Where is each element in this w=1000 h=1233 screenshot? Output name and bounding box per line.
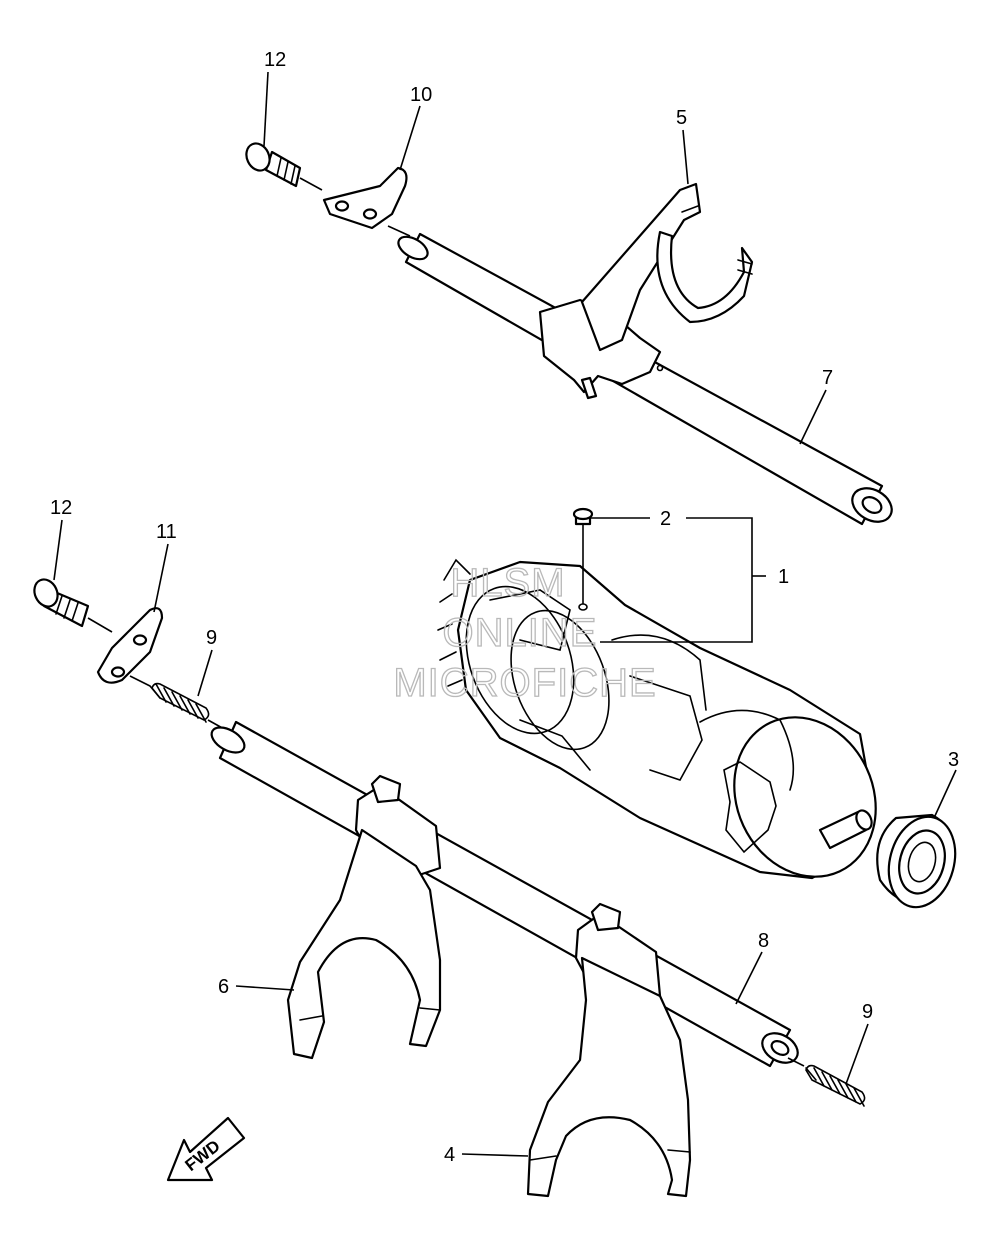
callout-10: 10 — [410, 84, 432, 106]
watermark-line-2: ONLINE — [443, 611, 598, 655]
callout-2: 2 — [660, 508, 671, 530]
callout-8: 8 — [758, 930, 769, 952]
shift-drum — [437, 558, 877, 880]
shift-fork-left — [286, 774, 442, 1060]
spring-left — [149, 682, 210, 723]
bolt-lower — [33, 578, 90, 628]
callout-9-right: 9 — [862, 1001, 873, 1023]
callout-7: 7 — [822, 367, 833, 389]
shift-fork-upper — [538, 182, 754, 400]
callout-9-left: 9 — [206, 627, 217, 649]
callout-3: 3 — [948, 749, 959, 771]
callout-6: 6 — [218, 976, 229, 998]
bracket-upper — [322, 166, 408, 230]
callout-11: 11 — [156, 521, 177, 543]
spring-right — [805, 1064, 866, 1107]
pin — [572, 507, 594, 611]
forward-direction-arrow: FWD — [166, 1116, 246, 1182]
callout-12-upper: 12 — [264, 49, 286, 71]
callout-5: 5 — [676, 107, 687, 129]
bolt-upper — [245, 142, 302, 188]
callout-4: 4 — [444, 1144, 455, 1166]
watermark-line-1: HLSM — [450, 561, 565, 605]
shift-fork-right — [526, 902, 692, 1198]
bracket-lower — [96, 607, 164, 684]
callouts: 1 2 3 4 5 6 7 8 9 9 10 11 12 12 — [50, 49, 959, 1166]
watermark-line-3: MICROFICHE — [393, 661, 656, 705]
bearing — [876, 813, 957, 909]
callout-1: 1 — [778, 566, 789, 588]
leader-lines — [53, 71, 957, 1157]
watermark: HLSM ONLINE MICROFICHE — [393, 560, 657, 705]
shift-fork-shaft-upper — [397, 232, 893, 526]
callout-12-lower: 12 — [50, 497, 72, 519]
